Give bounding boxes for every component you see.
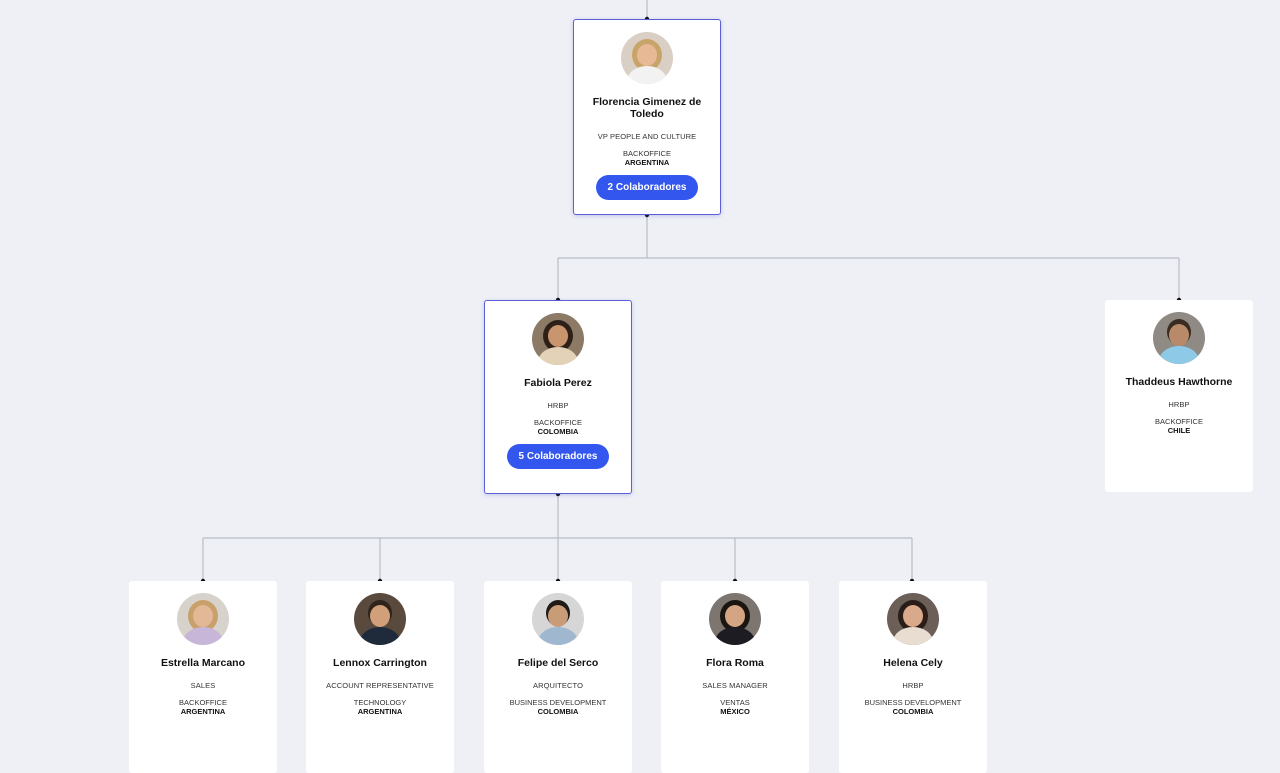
collaborators-button[interactable]: 2 Colaboradores [595,175,699,200]
avatar [621,32,673,84]
person-name: Lennox Carrington [333,657,427,669]
person-area: BACKOFFICE [534,418,582,427]
person-area: BUSINESS DEVELOPMENT [509,698,607,707]
person-name: Thaddeus Hawthorne [1125,376,1233,388]
person-role: ARQUITECTO [532,681,584,690]
avatar [354,593,406,645]
person-name: Fabiola Perez [524,377,592,389]
person-country: COLOMBIA [537,427,579,436]
person-card-fabiola[interactable]: Fabiola Perez HRBP BACKOFFICE COLOMBIA 5… [484,300,632,494]
person-name: Felipe del Serco [517,657,599,669]
avatar [177,593,229,645]
person-area: VENTAS [720,698,750,707]
person-country: ARGENTINA [180,707,226,716]
person-area: BACKOFFICE [1155,417,1203,426]
person-role: SALES [190,681,216,690]
person-name: Florencia Gimenez de Toledo [592,96,702,120]
person-role: HRBP [902,681,924,690]
person-name: Estrella Marcano [160,657,246,669]
person-card-helena[interactable]: Helena Cely HRBP BUSINESS DEVELOPMENT CO… [839,581,987,773]
person-country: ARGENTINA [624,158,670,167]
person-area: BACKOFFICE [623,149,671,158]
person-area: TECHNOLOGY [353,698,407,707]
person-card-felipe[interactable]: Felipe del Serco ARQUITECTO BUSINESS DEV… [484,581,632,773]
person-country: COLOMBIA [892,707,934,716]
person-country: COLOMBIA [537,707,579,716]
person-role: VP PEOPLE AND CULTURE [597,132,697,141]
person-card-flora[interactable]: Flora Roma SALES MANAGER VENTAS MÉXICO [661,581,809,773]
person-card-estrella[interactable]: Estrella Marcano SALES BACKOFFICE ARGENT… [129,581,277,773]
person-country: ARGENTINA [357,707,403,716]
avatar [532,593,584,645]
person-area: BACKOFFICE [179,698,227,707]
avatar [887,593,939,645]
avatar [709,593,761,645]
person-name: Helena Cely [883,657,943,669]
person-role: ACCOUNT REPRESENTATIVE [326,681,434,690]
avatar [532,313,584,365]
avatar [1153,312,1205,364]
collaborators-button[interactable]: 5 Colaboradores [506,444,610,469]
person-card-lennox[interactable]: Lennox Carrington ACCOUNT REPRESENTATIVE… [306,581,454,773]
person-area: BUSINESS DEVELOPMENT [864,698,962,707]
person-country: MÉXICO [720,707,750,716]
person-name: Flora Roma [706,657,764,669]
person-role: HRBP [547,401,569,410]
person-role: HRBP [1168,400,1190,409]
person-role: SALES MANAGER [702,681,768,690]
person-country: CHILE [1167,426,1191,435]
person-card-florencia[interactable]: Florencia Gimenez de Toledo VP PEOPLE AN… [573,19,721,215]
person-card-thaddeus[interactable]: Thaddeus Hawthorne HRBP BACKOFFICE CHILE [1105,300,1253,492]
